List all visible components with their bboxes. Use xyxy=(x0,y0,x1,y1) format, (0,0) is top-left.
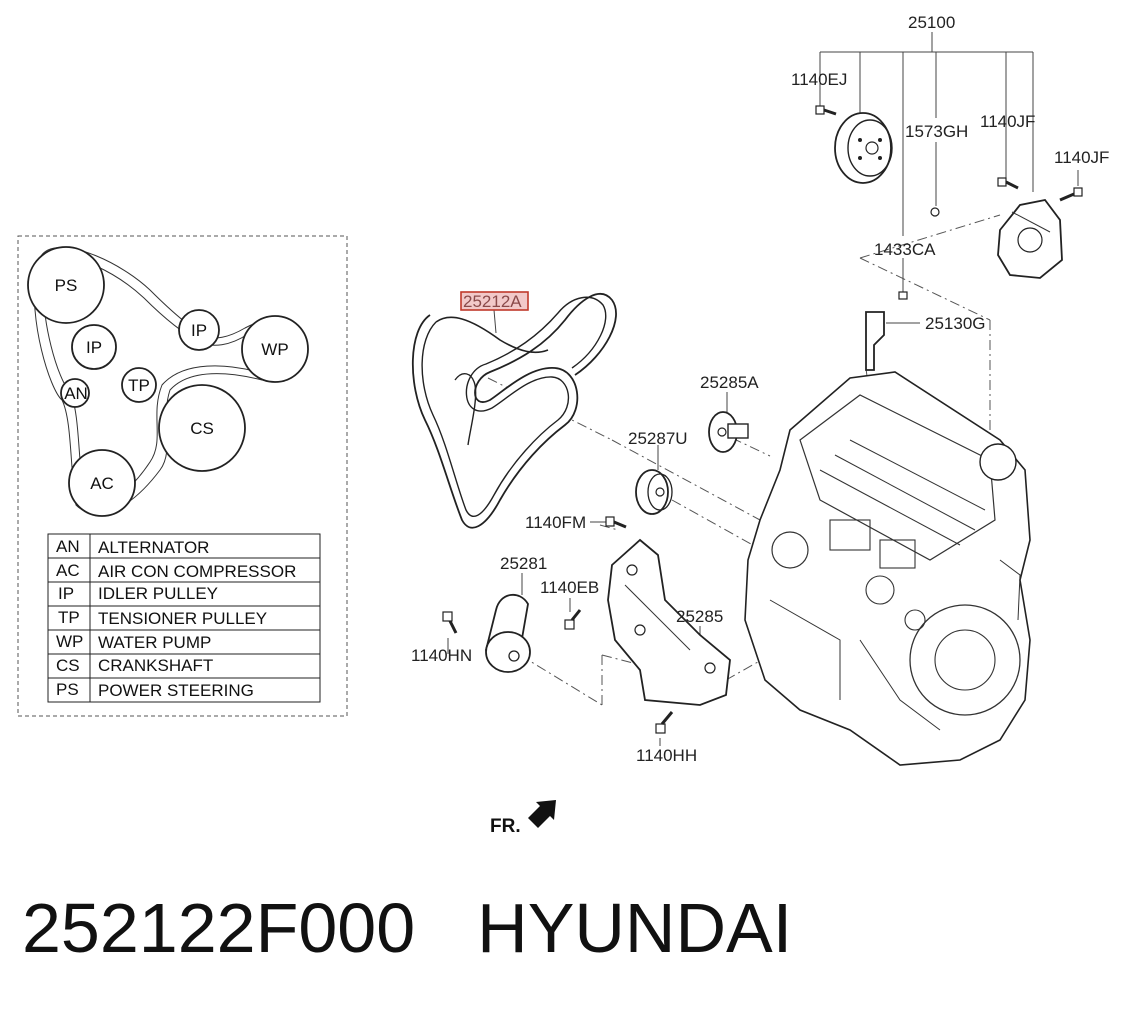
bolt-1140JF-a xyxy=(997,177,1019,190)
svg-text:POWER STEERING: POWER STEERING xyxy=(98,681,254,700)
water-pump-body xyxy=(997,199,1063,279)
legend-row: PS POWER STEERING xyxy=(56,680,254,700)
callout-labels: 25100 1140EJ 1573GH 1140JF 1140JF 1433CA… xyxy=(411,13,1109,765)
front-arrow-icon xyxy=(528,800,556,828)
pulley-an: AN xyxy=(60,378,90,408)
callout-25130G: 25130G xyxy=(925,314,986,333)
svg-text:TENSIONER PULLEY: TENSIONER PULLEY xyxy=(98,609,267,628)
bolt-1140JF-b xyxy=(1059,187,1083,202)
legend-row: AN ALTERNATOR xyxy=(56,537,209,557)
svg-text:PS: PS xyxy=(56,680,79,699)
bracket-25285 xyxy=(607,538,731,706)
pin-1573GH xyxy=(930,207,940,217)
legend-row: AC AIR CON COMPRESSOR xyxy=(56,561,296,581)
drive-belt xyxy=(411,293,617,529)
svg-text:ALTERNATOR: ALTERNATOR xyxy=(98,538,209,557)
bolt-1140HN xyxy=(442,611,458,634)
pulley-ip-left: IP xyxy=(71,324,117,370)
svg-text:CRANKSHAFT: CRANKSHAFT xyxy=(98,656,213,675)
svg-text:WP: WP xyxy=(56,632,83,651)
callout-1140HN: 1140HN xyxy=(411,646,472,665)
bolt-1140EB xyxy=(564,609,582,630)
legend-row: WP WATER PUMP xyxy=(56,632,211,652)
gasket-25130G xyxy=(865,311,885,371)
svg-text:AN: AN xyxy=(64,384,88,403)
svg-text:WATER PUMP: WATER PUMP xyxy=(98,633,211,652)
part-caption: 252122F000 HYUNDAI xyxy=(22,888,1122,988)
svg-text:25212A: 25212A xyxy=(463,292,522,311)
brand-name: HYUNDAI xyxy=(477,889,793,967)
water-pump-pulley xyxy=(834,112,893,184)
svg-text:AN: AN xyxy=(56,537,80,556)
legend-row: CS CRANKSHAFT xyxy=(56,656,213,675)
tensioner-25281 xyxy=(485,594,531,673)
svg-text:TP: TP xyxy=(128,376,150,395)
pulley-ps: PS xyxy=(27,246,105,324)
svg-text:IP: IP xyxy=(58,584,74,603)
svg-text:CS: CS xyxy=(56,656,80,675)
idler-pulley-25285A xyxy=(708,411,749,453)
engine-block xyxy=(744,371,1031,766)
legend-row: TP TENSIONER PULLEY xyxy=(58,608,267,628)
pulley-ip-top: IP xyxy=(178,309,220,351)
callout-25285A: 25285A xyxy=(700,373,759,392)
callout-1140JF-a: 1140JF xyxy=(980,112,1035,131)
pin-1433CA xyxy=(898,291,908,300)
svg-text:IP: IP xyxy=(86,338,102,357)
svg-text:IP: IP xyxy=(191,321,207,340)
callout-1140JF-b: 1140JF xyxy=(1054,148,1109,167)
front-direction-marker: FR. xyxy=(490,800,556,837)
pulley-tp: TP xyxy=(121,367,157,403)
svg-text:FR.: FR. xyxy=(490,816,521,837)
svg-text:WP: WP xyxy=(261,340,288,359)
svg-text:AIR CON COMPRESSOR: AIR CON COMPRESSOR xyxy=(98,562,296,581)
callout-25212A-highlighted: 25212A xyxy=(460,291,529,311)
svg-text:PS: PS xyxy=(55,276,78,295)
legend-table: AN ALTERNATOR AC AIR CON COMPRESSOR IP I… xyxy=(47,533,321,703)
pulley-wp: WP xyxy=(241,315,309,383)
bolt-1140HH xyxy=(655,711,674,734)
callout-25100: 25100 xyxy=(908,13,955,32)
callout-1140HH: 1140HH xyxy=(636,746,697,765)
callout-1140EB: 1140EB xyxy=(540,578,599,597)
bolt-1140EJ xyxy=(815,105,837,116)
pulley-ac: AC xyxy=(68,449,136,517)
callout-1140FM: 1140FM xyxy=(525,513,586,532)
callout-1140EJ: 1140EJ xyxy=(791,70,847,89)
callout-25285: 25285 xyxy=(676,607,723,626)
part-number: 252122F000 xyxy=(22,889,416,967)
pulley-cs: CS xyxy=(158,384,246,472)
svg-text:TP: TP xyxy=(58,608,80,627)
leader-lines xyxy=(447,32,1079,746)
belt-routing-inset: PS IP WP IP AN TP CS AC xyxy=(17,235,348,717)
svg-text:IDLER PULLEY: IDLER PULLEY xyxy=(98,584,218,603)
callout-25287U: 25287U xyxy=(628,429,688,448)
svg-text:AC: AC xyxy=(56,561,80,580)
legend-row: IP IDLER PULLEY xyxy=(58,584,218,603)
bolt-1140FM xyxy=(605,516,627,529)
callout-1573GH: 1573GH xyxy=(905,122,968,141)
svg-text:CS: CS xyxy=(190,419,214,438)
idler-pulley-25287U xyxy=(635,469,673,515)
exploded-parts-diagram: PS IP WP IP AN TP CS AC xyxy=(17,13,1109,837)
callout-1433CA: 1433CA xyxy=(874,240,936,259)
callout-25281: 25281 xyxy=(500,554,547,573)
svg-text:AC: AC xyxy=(90,474,114,493)
